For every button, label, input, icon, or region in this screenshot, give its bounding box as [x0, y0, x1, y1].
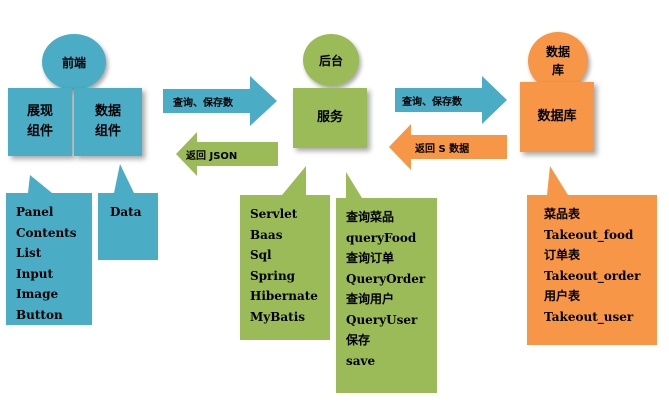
list-item: 菜品表 [544, 207, 581, 221]
service-box: 服务 [293, 88, 367, 148]
arrow-back-to-db-label: 查询、保存数 [402, 97, 462, 108]
list-item: QueryUser [346, 312, 418, 327]
list-item: 查询菜品 [346, 210, 395, 224]
list-item: Takeout_food [544, 227, 634, 242]
list-item: 查询订单 [346, 251, 395, 265]
database-title: 数据库 [545, 45, 570, 77]
list-item: Data [110, 205, 142, 219]
database-box: 数据库 [520, 82, 594, 152]
view-component-box: 展现组件 [8, 88, 72, 156]
frontend-title-circle: 前端 [42, 34, 106, 90]
list-item: 查询用户 [346, 292, 395, 306]
service-label: 服务 [316, 109, 343, 125]
list-item: Image [16, 287, 59, 301]
arrow-db-to-back [389, 124, 507, 170]
list-item: MyBatis [250, 309, 306, 324]
backend-title-circle: 后台 [303, 34, 359, 86]
list-item: Hibernate [250, 289, 318, 303]
arrow-back-to-front-label: 返回 JSON [186, 151, 238, 162]
list-item: 保存 [346, 333, 371, 347]
arrow-db-to-back-label: 返回 S 数据 [415, 144, 470, 155]
arrow-back-to-front [176, 132, 278, 176]
list-item: queryFood [346, 230, 417, 245]
arrow-back-to-db [395, 76, 507, 124]
list-item: 用户表 [544, 289, 581, 303]
arrow-front-to-back-label: 查询、保存数 [173, 98, 233, 109]
database-box-label: 数据库 [537, 108, 577, 124]
list-item: Input [16, 266, 53, 281]
list-item: Contents [16, 225, 77, 240]
db-tables-callout [527, 166, 657, 345]
view-component-label: 展现组件 [26, 103, 53, 139]
backend-title: 后台 [318, 53, 343, 68]
list-item: Panel [16, 205, 54, 219]
list-item: Servlet [250, 207, 298, 221]
data-component-box: 数据组件 [74, 88, 142, 156]
database-title-circle: 数据库 [528, 32, 588, 90]
tech-items-callout [240, 166, 330, 340]
list-item: Sql [250, 248, 272, 262]
api-items-callout [336, 172, 437, 393]
frontend-title: 前端 [61, 55, 86, 70]
tech-items-list: Servlet Baas Sql Spring Hibernate MyBati… [236, 198, 330, 327]
list-item: Takeout_order [544, 268, 641, 283]
db-tables-list: 菜品表 Takeout_food 订单表 Takeout_order 用户表 T… [530, 198, 656, 327]
view-items-list: Panel Contents List Input Image Button [2, 196, 92, 325]
data-component-label: 数据组件 [94, 103, 121, 139]
list-item: QueryOrder [346, 271, 426, 286]
data-items-list: Data [96, 196, 156, 223]
list-item: 订单表 [544, 248, 581, 262]
api-items-list: 查询菜品 queryFood 查询订单 QueryOrder 查询用户 Quer… [332, 201, 436, 371]
view-items-callout [6, 175, 92, 325]
data-items-callout [98, 164, 158, 260]
list-item: Baas [250, 227, 283, 242]
list-item: List [16, 246, 42, 260]
list-item: save [346, 353, 376, 368]
list-item: Takeout_user [544, 309, 634, 324]
list-item: Spring [250, 268, 296, 283]
list-item: Button [16, 307, 63, 322]
arrow-front-to-back [163, 76, 277, 126]
